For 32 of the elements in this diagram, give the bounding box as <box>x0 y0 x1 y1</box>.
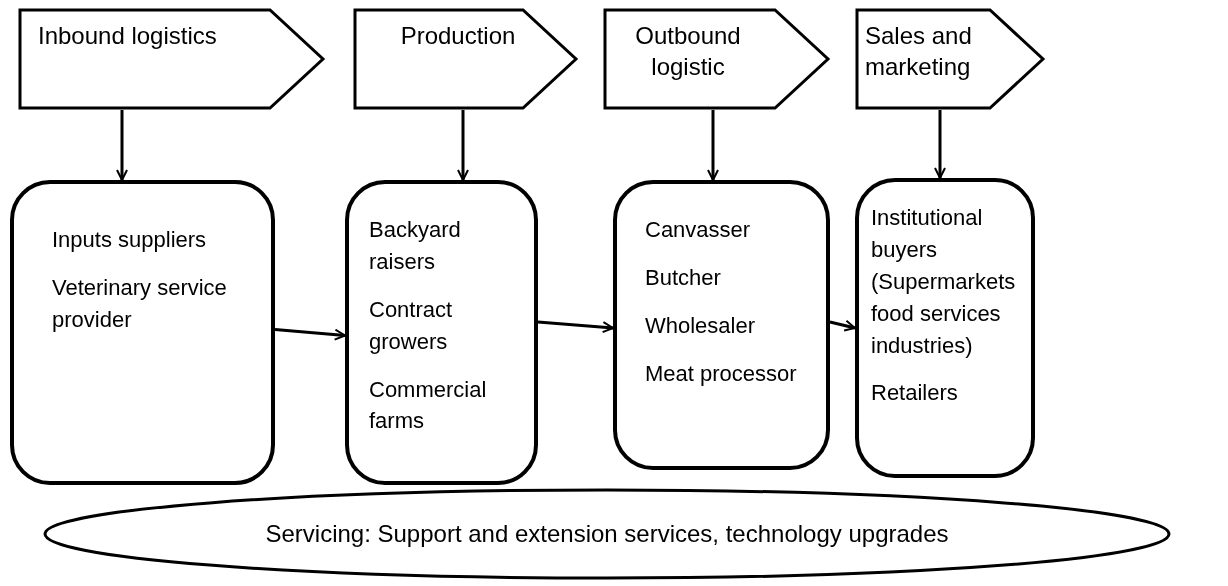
arrow <box>829 319 856 332</box>
actor-text: Inputs suppliers <box>52 226 208 254</box>
actor-box <box>613 180 830 470</box>
actor-text: Retailers <box>871 379 959 408</box>
arrow <box>116 110 128 181</box>
actor-text: Canvasser <box>645 216 752 244</box>
step-label: Inbound logistics <box>38 21 218 51</box>
actor-text: Backyard raisers <box>369 216 462 276</box>
arrow <box>274 328 346 341</box>
actor-box <box>855 178 1035 478</box>
actor-text: Meat processor <box>645 359 798 388</box>
actor-text: Contract growers <box>369 295 454 356</box>
step-label: Sales and marketing <box>865 21 973 83</box>
actor-text: Wholesaler <box>645 311 757 340</box>
service-text: Servicing: Support and extension services, technology upgrades <box>265 520 949 548</box>
step-label: Production <box>399 21 517 51</box>
step-label: Outbound logistic <box>634 21 742 83</box>
actor-box <box>10 180 275 485</box>
actor-text: Institutional buyers (Supermarkets food services industries) <box>871 204 1017 360</box>
arrow <box>457 110 469 181</box>
arrow <box>934 110 946 179</box>
step-banner <box>353 8 578 110</box>
service-ellipse <box>43 488 1171 580</box>
step-banner <box>18 8 325 110</box>
arrow <box>537 320 614 334</box>
step-banner <box>855 8 1045 110</box>
arrow <box>707 110 719 181</box>
actor-text: Veterinary service provider <box>52 273 228 334</box>
actor-text: Butcher <box>645 263 722 292</box>
step-banner <box>603 8 830 110</box>
actor-box <box>345 180 538 485</box>
actor-text: Commercial farms <box>369 375 488 436</box>
